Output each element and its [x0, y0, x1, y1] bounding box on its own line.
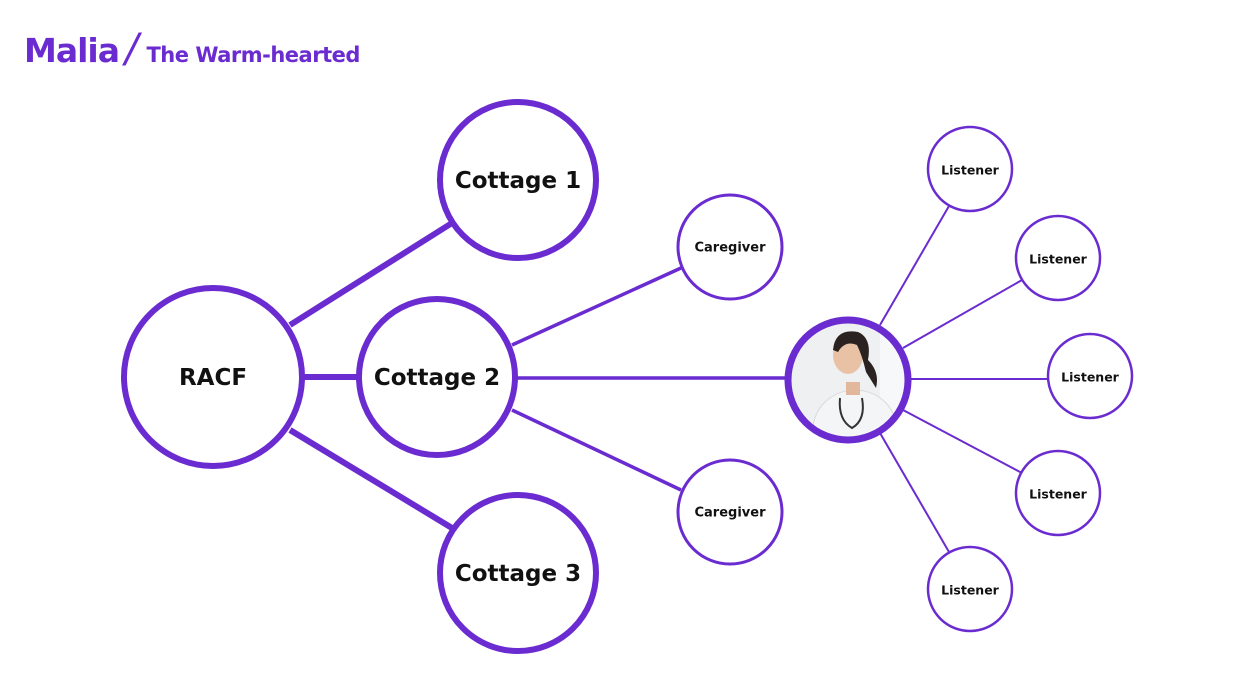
node-racf	[121, 285, 305, 469]
persona-name: Malia	[24, 31, 120, 70]
node-listener-3	[1046, 332, 1134, 420]
node-listener-5	[926, 545, 1014, 633]
label-listener-3: Listener	[1061, 370, 1120, 385]
label-caregiver-top: Caregiver	[694, 241, 766, 256]
node-cottage1	[437, 99, 599, 261]
label-listener-4: Listener	[1029, 487, 1088, 502]
edge-photo-listener-1	[879, 205, 950, 326]
edge-photo-listener-2	[902, 279, 1023, 349]
persona-subtitle: The Warm-hearted	[146, 43, 360, 67]
node-photo-ring	[784, 316, 912, 444]
node-listener-2	[1014, 214, 1102, 302]
label-caregiver-bottom: Caregiver	[694, 506, 766, 521]
node-cottage2	[356, 296, 518, 458]
label-listener-5: Listener	[941, 583, 1000, 598]
label-listener-1: Listener	[941, 163, 1000, 178]
node-listener-4	[1014, 449, 1102, 537]
label-listener-2: Listener	[1029, 252, 1088, 267]
edge-racf-cottage1	[288, 220, 454, 328]
label-cottage1: Cottage 1	[455, 168, 581, 194]
node-cottage3	[437, 492, 599, 654]
label-cottage2: Cottage 2	[374, 365, 500, 391]
edge-cottage2-caregiver-bottom	[511, 408, 682, 492]
edge-cottage2-caregiver-top	[511, 266, 682, 347]
edge-racf-cottage3	[288, 427, 454, 531]
node-caregiver-top	[676, 193, 784, 301]
edge-photo-listener-5	[879, 432, 950, 553]
title-separator: /	[125, 26, 139, 72]
node-caregiver-bottom	[676, 458, 784, 566]
label-racf: RACF	[179, 365, 247, 391]
node-listener-1	[926, 125, 1014, 213]
edge-photo-listener-4	[902, 409, 1023, 474]
label-cottage3: Cottage 3	[455, 561, 581, 587]
page-title: Malia/ The Warm-hearted	[24, 26, 360, 72]
